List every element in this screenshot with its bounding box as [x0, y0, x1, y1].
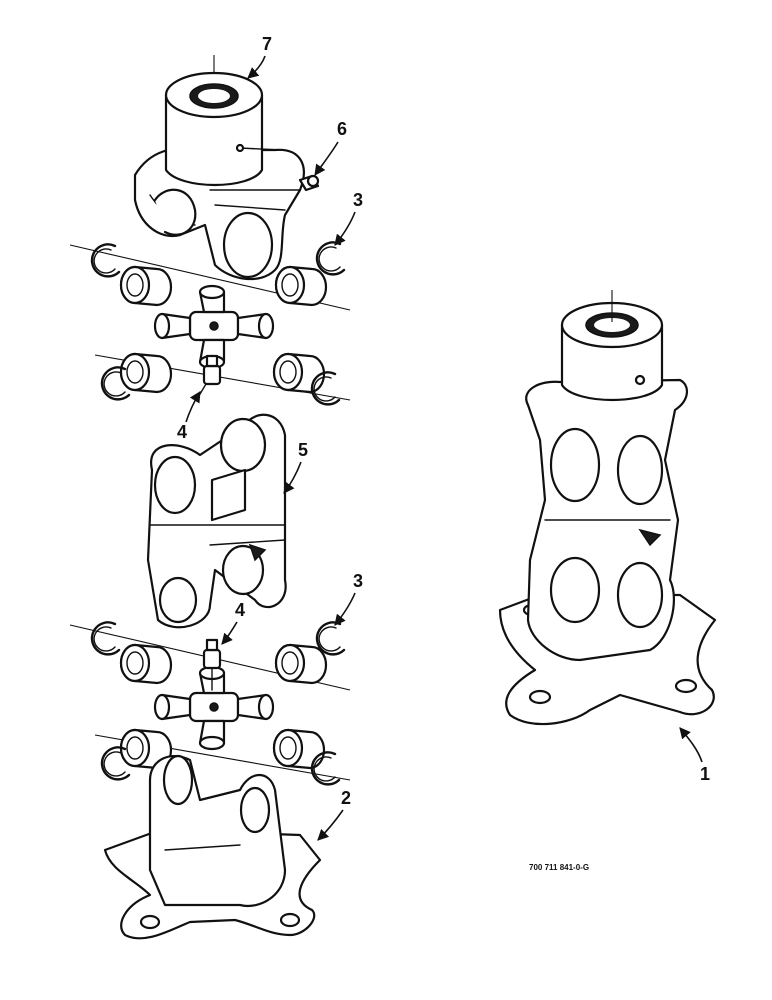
- center-double-yoke: [146, 413, 287, 629]
- callout-3-bottom-label: 3: [353, 571, 363, 591]
- callout-4-top: 4: [177, 391, 201, 442]
- upper-cross-bearing-kit: [69, 241, 351, 406]
- flange-yoke: [103, 754, 322, 940]
- drawing-number: 700 711 841-0-G: [529, 863, 589, 872]
- grease-fitting-4-upper: [199, 354, 222, 395]
- callout-6: 6: [314, 119, 347, 176]
- callout-2: 2: [317, 788, 351, 841]
- callout-5: 5: [283, 440, 308, 494]
- callout-5-label: 5: [298, 440, 308, 460]
- grease-fitting-6: [298, 174, 320, 192]
- callout-6-label: 6: [337, 119, 347, 139]
- callout-7-label: 7: [262, 34, 272, 54]
- upper-splined-yoke: [133, 55, 305, 281]
- assembled-universal-joint: [498, 290, 717, 726]
- callout-4-bottom: 4: [221, 600, 245, 645]
- grease-fitting-4-lower: [202, 638, 222, 691]
- callout-3-top: 3: [334, 190, 363, 246]
- callout-1: 1: [679, 727, 710, 784]
- callout-2-label: 2: [341, 788, 351, 808]
- callout-1-label: 1: [700, 764, 710, 784]
- callout-3-top-label: 3: [353, 190, 363, 210]
- callout-3-bottom: 3: [334, 571, 363, 626]
- callout-4-bottom-label: 4: [235, 600, 245, 620]
- callout-7: 7: [247, 34, 272, 79]
- callout-4-top-label: 4: [177, 422, 187, 442]
